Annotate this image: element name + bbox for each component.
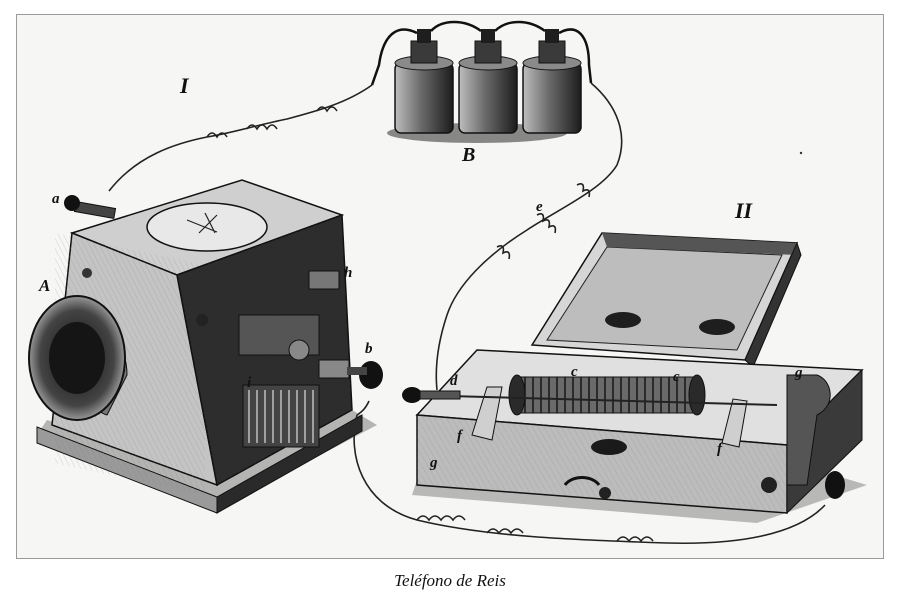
label-c-left: c xyxy=(571,364,578,380)
engraving-figure: I II B a A h i b e d c c f f g g xyxy=(16,14,884,559)
receiver-lid xyxy=(530,232,802,368)
label-c-right: c xyxy=(673,369,680,385)
label-h: h xyxy=(344,265,352,281)
battery-jars xyxy=(370,20,593,143)
label-b: b xyxy=(365,341,373,357)
connecting-wires xyxy=(108,82,826,545)
label-part-one: I xyxy=(179,73,190,98)
label-i: i xyxy=(247,375,252,391)
label-g-right: g xyxy=(794,365,803,381)
figure-letter-labels: I II B a A h i b e d c c f f g g xyxy=(38,73,803,471)
label-d: d xyxy=(450,373,458,389)
label-f-right: f xyxy=(717,441,724,457)
label-e: e xyxy=(536,199,543,215)
figure-caption: Teléfono de Reis xyxy=(394,571,506,590)
transmitter-box xyxy=(36,179,383,514)
telephone-engraving: I II B a A h i b e d c c f f g g xyxy=(28,20,867,545)
receiver-board xyxy=(402,349,867,523)
transmitter-horn xyxy=(28,295,128,421)
label-f-left: f xyxy=(457,428,464,444)
label-part-two: II xyxy=(734,198,754,223)
label-g-left: g xyxy=(429,455,438,471)
label-a: a xyxy=(52,191,60,207)
label-A: A xyxy=(38,276,50,295)
label-battery: B xyxy=(461,144,475,166)
